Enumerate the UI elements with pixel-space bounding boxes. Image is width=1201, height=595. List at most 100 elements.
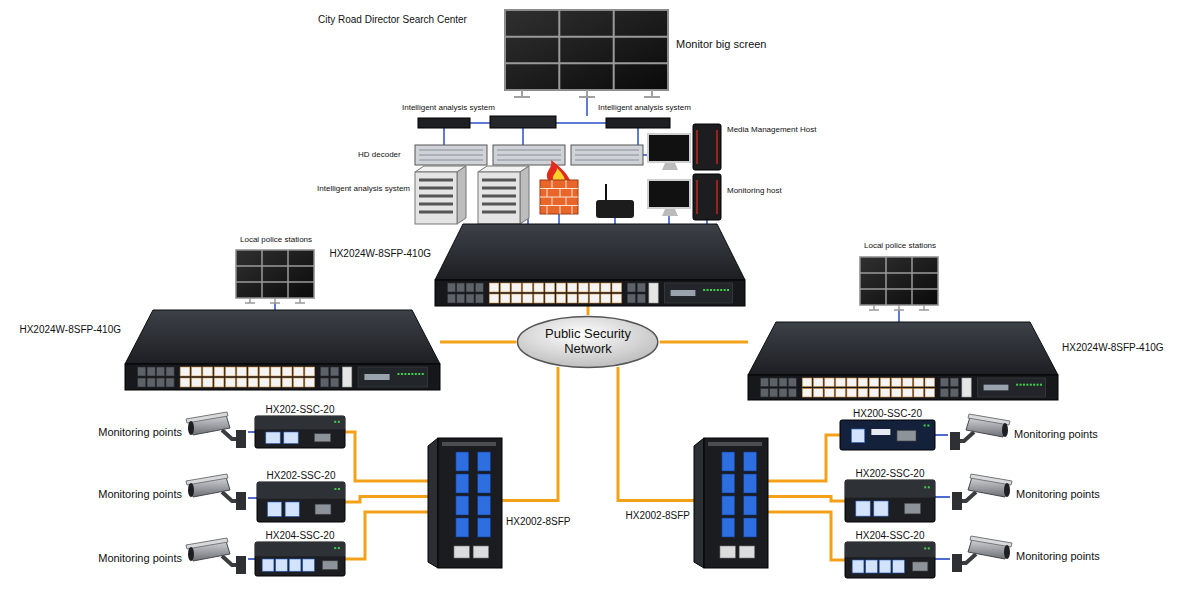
status-led	[334, 488, 336, 490]
camera: Monitoring points	[186, 474, 248, 514]
sfp-port	[788, 378, 796, 387]
rj45-port	[260, 378, 270, 387]
status-led	[727, 289, 729, 291]
rj45-port	[880, 378, 890, 387]
text-label: Intelligent analysis system	[598, 103, 691, 112]
industrial-switch: HX2002-8SFP	[428, 438, 502, 568]
text-label: City Road Director Search Center	[318, 14, 467, 26]
sfp-port	[147, 367, 155, 376]
status-led	[338, 488, 340, 490]
sfp-port	[466, 294, 474, 303]
node-shape	[694, 438, 768, 568]
switch-top	[748, 322, 1058, 375]
rj45-port	[303, 559, 315, 571]
node-shape	[950, 536, 1012, 576]
switch-front	[748, 375, 1058, 400]
rj45-port	[847, 378, 857, 387]
sfp-port	[760, 389, 768, 398]
network-cloud: Public Security Network	[516, 315, 659, 369]
screen-bezel	[505, 10, 668, 90]
text-group: HX202-SSC-20	[266, 404, 335, 416]
node-label: HX204-SSC-20	[266, 530, 335, 542]
uplink-port	[320, 367, 329, 376]
console-port-group	[962, 378, 971, 397]
link-line	[935, 434, 948, 436]
text-group: HX202-SSC-20	[267, 470, 336, 482]
rj45-port	[545, 294, 555, 303]
camera-bracket	[222, 556, 238, 565]
camera-lens	[188, 547, 194, 561]
status-panel-group	[664, 283, 732, 303]
sfp-port	[770, 378, 778, 387]
status-panel	[664, 283, 732, 303]
link-line	[248, 497, 257, 499]
uplink-port	[330, 378, 339, 387]
text-group: HX202-SSC-20	[856, 468, 925, 480]
screen-bezel	[860, 257, 938, 310]
camera: Monitoring points	[950, 474, 1012, 514]
node-label: HX202-SSC-20	[266, 404, 335, 416]
sfp-port	[315, 504, 331, 514]
sfp-port	[466, 283, 474, 292]
rj45-port	[880, 389, 890, 398]
link-line	[248, 431, 255, 433]
camera: Monitoring points	[948, 414, 1010, 454]
link-line	[768, 435, 840, 481]
sfp-port	[788, 389, 796, 398]
node-label: HX202-SSC-20	[267, 470, 336, 482]
node-shape	[845, 542, 935, 578]
status-led	[1023, 384, 1025, 386]
text-group: Monitoring points	[98, 552, 182, 565]
rj45-port-group	[454, 546, 489, 558]
converter-top	[255, 542, 345, 556]
video-wall	[236, 250, 314, 298]
text-group: Monitoring points	[1016, 488, 1100, 501]
rj45-port	[489, 294, 499, 303]
sfp-slot	[722, 496, 735, 515]
status-led	[401, 373, 403, 375]
text-group: HX2002-8SFP	[506, 516, 570, 528]
rj45-port	[271, 367, 281, 376]
rj45-port	[500, 283, 510, 292]
video-wall	[505, 10, 668, 90]
status-led	[928, 547, 930, 549]
rj45-port-group	[856, 501, 888, 516]
sfp-port	[323, 561, 338, 570]
rj45-port	[282, 367, 292, 376]
logo-mark	[671, 290, 696, 296]
status-led-group	[924, 547, 930, 549]
sfp-port	[447, 283, 455, 292]
link-line	[660, 341, 748, 344]
rj45-port	[579, 283, 589, 292]
link-line	[935, 496, 950, 498]
status-led-group	[1016, 384, 1042, 386]
converter-body	[845, 480, 935, 522]
status-led	[707, 289, 709, 291]
text-label: Monitor big screen	[676, 38, 767, 51]
sfp-port	[157, 378, 165, 387]
rj45-port-group	[262, 559, 314, 571]
logo-mark-group	[364, 374, 389, 380]
device-tag	[871, 429, 890, 435]
sfp-port-group	[323, 561, 338, 570]
rj45-port	[294, 367, 304, 376]
text-group: HX204-SSC-20	[266, 530, 335, 542]
uplink-port	[637, 294, 645, 303]
media-converter: HX202-SSC-20	[845, 480, 935, 522]
converter-body	[840, 420, 935, 450]
status-panel	[358, 367, 427, 387]
status-led	[1020, 384, 1022, 386]
firewall-flame	[547, 160, 570, 180]
status-led	[703, 289, 705, 291]
rj45-port	[869, 378, 879, 387]
node-label: HX2024W-8SFP-410G	[19, 324, 121, 336]
sfp-port	[166, 378, 174, 387]
status-led	[1033, 384, 1035, 386]
rj45-port	[739, 546, 754, 558]
node-label: HX200-SSC-20	[853, 408, 922, 420]
status-led	[1040, 384, 1042, 386]
sfp-slot	[456, 496, 469, 515]
node-label: Monitoring points	[1016, 488, 1100, 501]
wall-stand	[514, 90, 660, 97]
aggregation-switch: HX2024W-8SFP-410G	[748, 322, 1058, 400]
